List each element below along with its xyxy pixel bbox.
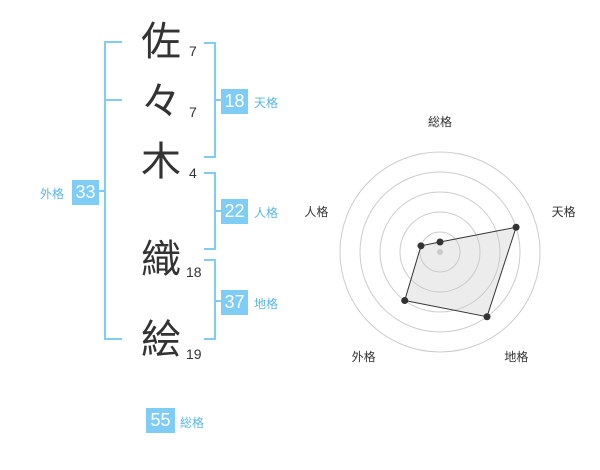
radar-ring-1	[419, 231, 461, 273]
radar-axis-label: 総格	[428, 114, 452, 129]
radar-axis-label: 天格	[552, 204, 576, 219]
soukaku-label: 総格	[180, 416, 205, 430]
radar-point-地格	[483, 313, 491, 321]
tenkaku-bracket-tick	[214, 99, 222, 101]
gaikaku-label: 外格	[40, 187, 65, 201]
tenkaku-badge: 18	[221, 89, 248, 114]
stroke-count-4: 18	[186, 264, 202, 280]
jinkaku-label: 人格	[254, 206, 279, 220]
radar-ring-3	[379, 191, 501, 313]
gaikaku-badge: 33	[72, 180, 99, 205]
radar-ring-2	[399, 211, 481, 293]
radar-axis-label: 地格	[504, 349, 528, 364]
chikaku-bracket-tick	[214, 300, 222, 302]
chikaku-bracket	[204, 259, 216, 340]
radar-axis-label: 外格	[352, 349, 376, 364]
radar-point-総格	[436, 238, 444, 246]
gaikaku-bracket-tick-mid	[104, 99, 122, 101]
name-char-5: 絵	[141, 317, 181, 363]
radar-point-外格	[401, 297, 409, 305]
jinkaku-bracket-tick	[214, 210, 222, 212]
jinkaku-badge: 22	[221, 199, 248, 224]
radar-center	[437, 249, 443, 255]
stroke-count-1: 7	[189, 43, 197, 59]
name-char-1: 佐	[141, 19, 181, 65]
gaikaku-bracket-tick-center	[98, 190, 106, 192]
chikaku-label: 地格	[254, 297, 279, 311]
tenkaku-label: 天格	[254, 96, 279, 110]
stroke-count-2: 7	[189, 104, 197, 120]
name-char-3: 木	[141, 139, 181, 185]
chikaku-badge: 37	[221, 290, 248, 315]
radar-point-天格	[512, 223, 520, 231]
name-char-2: 々	[141, 79, 181, 125]
stroke-count-5: 19	[186, 346, 202, 362]
radar-ring-4	[359, 171, 521, 333]
stroke-count-3: 4	[189, 165, 197, 181]
name-char-4: 織	[141, 237, 181, 283]
radar-point-人格	[417, 242, 425, 250]
soukaku-badge: 55	[146, 408, 175, 433]
radar-axis-label: 人格	[304, 204, 328, 219]
